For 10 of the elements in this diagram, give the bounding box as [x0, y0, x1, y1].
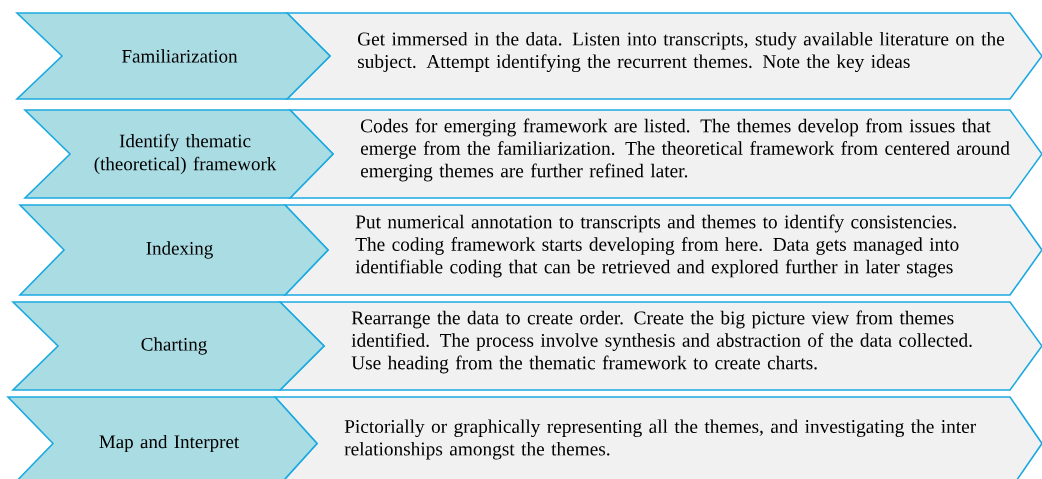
description-banner: Put numerical annotation to transcripts and themes to identify consistencies. The coding framework starts developing from here. Data gets managed into identifiable coding that can be retrieved and explored further in later stages: [283, 204, 1042, 296]
description-banner: Codes for emerging framework are listed. The themes develop from issues that emerge from the familiarization. The theoretical framework from centered around emerging themes are further refined later.: [288, 109, 1042, 199]
stage-banner: Familiarization: [15, 12, 332, 100]
description-banner: Pictorially or graphically representing all the themes, and investigating the inter relationships amongst the themes.: [273, 396, 1042, 479]
stage-banner: Indexing: [18, 204, 330, 296]
description-banner: Get immersed in the data. Listen into transcripts, study available literature on the subject. Attempt identifying the recurrent themes. Note the key ideas: [285, 12, 1042, 100]
stage-banner: Map and Interpret: [6, 396, 319, 479]
description-banner: Rearrange the data to create order. Create the big picture view from themes identified. The process involve synthesis and abstraction of the data collected. Use heading from the thematic framework to create charts.: [278, 301, 1042, 391]
stage-banner: Charting: [11, 301, 326, 391]
stage-banner: Identify thematic (theoretical) framework: [23, 109, 335, 199]
